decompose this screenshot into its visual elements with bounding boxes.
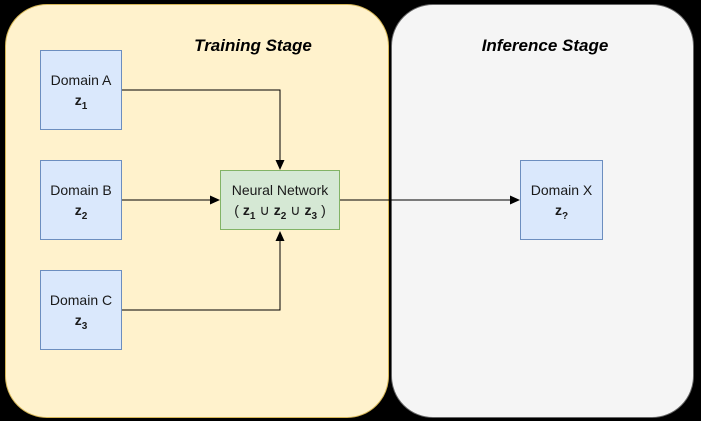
domain-c-variable: z3 <box>74 312 88 332</box>
node-domain-b: Domain B z2 <box>40 160 122 240</box>
node-domain-x: Domain X z? <box>520 160 603 240</box>
neural-network-formula: (z1∪z2∪z3) <box>234 202 326 222</box>
domain-c-label: Domain C <box>49 292 113 308</box>
node-domain-a: Domain A z1 <box>40 50 122 130</box>
neural-network-label: Neural Network <box>231 182 329 198</box>
node-neural-network: Neural Network (z1∪z2∪z3) <box>220 170 340 230</box>
training-stage-title: Training Stage <box>194 36 312 55</box>
domain-x-label: Domain X <box>530 182 593 198</box>
domain-x-variable: z? <box>554 202 569 222</box>
domain-a-variable: z1 <box>74 92 88 112</box>
domain-b-label: Domain B <box>50 182 112 198</box>
node-domain-c: Domain C z3 <box>40 270 122 350</box>
domain-a-label: Domain A <box>50 72 112 88</box>
domain-b-variable: z2 <box>74 202 88 222</box>
inference-stage-title: Inference Stage <box>481 36 609 55</box>
